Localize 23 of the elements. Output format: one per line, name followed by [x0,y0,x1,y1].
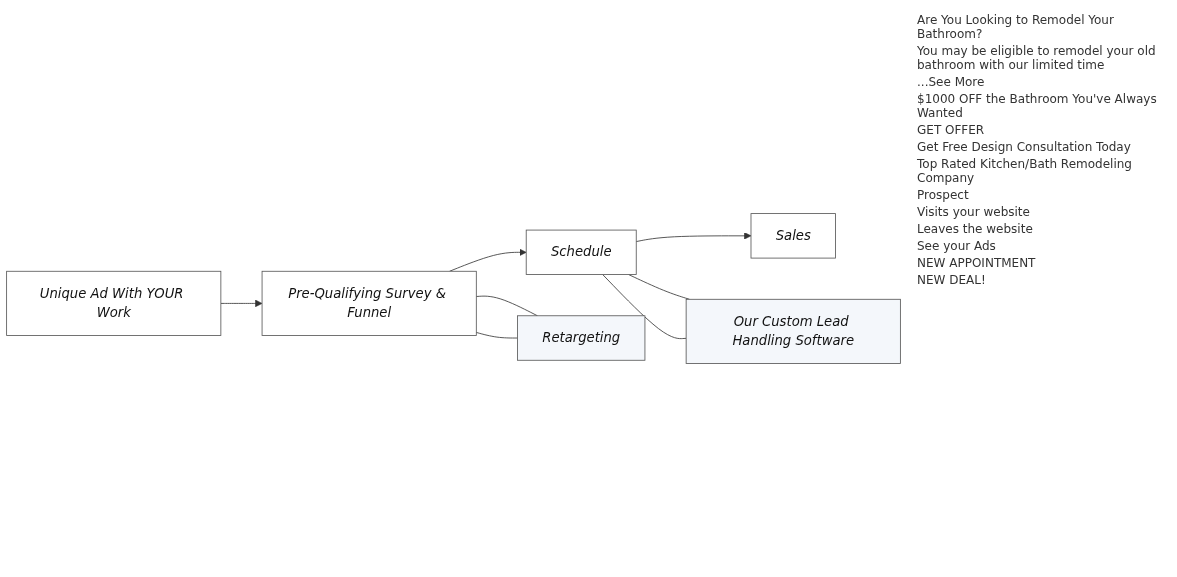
node-box: Unique Ad With YOUR Work [6,270,222,336]
note-label: $1000 OFF the Bathroom You've Always Wanted [917,92,1158,120]
node-box: Schedule [525,229,637,275]
note-label: GET OFFER [917,123,986,137]
connector [602,274,687,339]
note-label: Get Free Design Consultation Today [917,140,1132,154]
node-box: Retargeting [517,315,646,361]
note-label: See your Ads [917,239,997,253]
note-label: NEW APPOINTMENT [917,256,1037,270]
connector [475,331,518,339]
node-box: Pre-Qualifying Survey & Funnel [261,270,477,336]
node-box: Our Custom Lead Handling Software [685,298,901,364]
note-label: Leaves the website [917,222,1034,236]
note-label: You may be eligible to remodel your old bathroom with our limited time [917,44,1157,72]
connector [475,295,538,317]
note-label: Visits your website [917,205,1031,219]
note-label: Are You Looking to Remodel Your Bathroom? [917,13,1115,41]
note-label: NEW DEAL! [917,273,987,287]
connector [628,274,690,300]
node-box: Sales [750,213,836,259]
note-label: ...See More [917,75,986,89]
note-label: Top Rated Kitchen/Bath Remodeling Company [917,157,1133,185]
note-label: Prospect [917,188,970,202]
